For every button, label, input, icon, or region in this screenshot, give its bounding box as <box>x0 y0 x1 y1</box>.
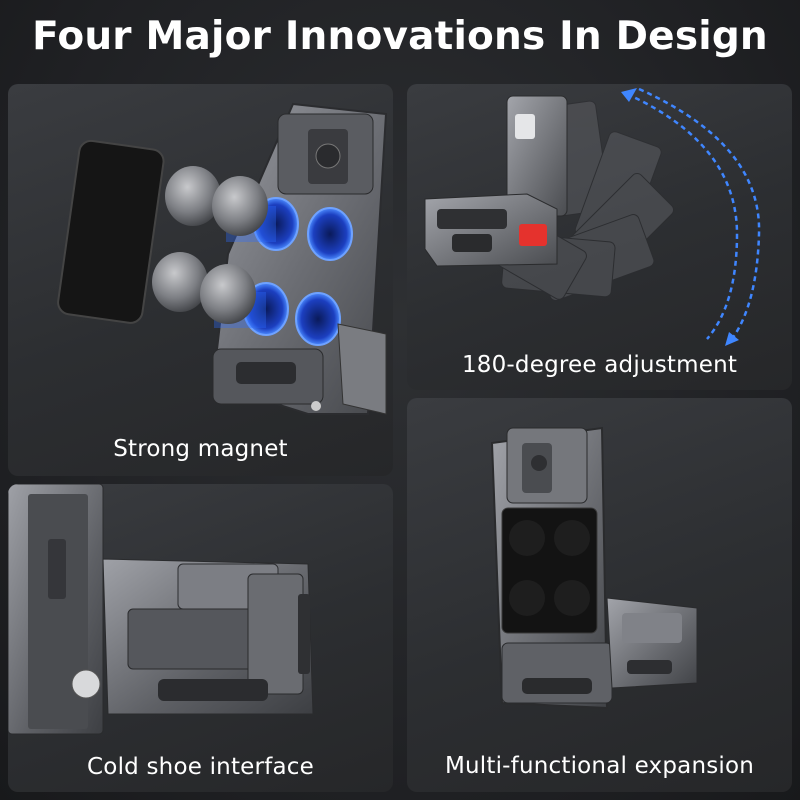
adjustment-panel: 180-degree adjustment <box>407 84 792 390</box>
expansion-illustration <box>490 426 698 710</box>
page-title: Four Major Innovations In Design <box>32 14 768 59</box>
strong-magnet-caption: Strong magnet <box>113 436 288 462</box>
magnet-mount-illustration <box>57 102 388 415</box>
cold-shoe-illustration <box>8 484 314 735</box>
strong-magnet-panel: Strong magnet <box>8 84 393 476</box>
adjustment-caption: 180-degree adjustment <box>461 352 738 378</box>
cold-shoe-panel: Cold shoe interface <box>8 484 393 792</box>
cold-shoe-caption: Cold shoe interface <box>87 754 314 780</box>
expansion-caption: Multi-functional expansion <box>444 753 755 779</box>
rotation-illustration <box>424 87 761 346</box>
expansion-panel: Multi-functional expansion <box>407 398 792 792</box>
